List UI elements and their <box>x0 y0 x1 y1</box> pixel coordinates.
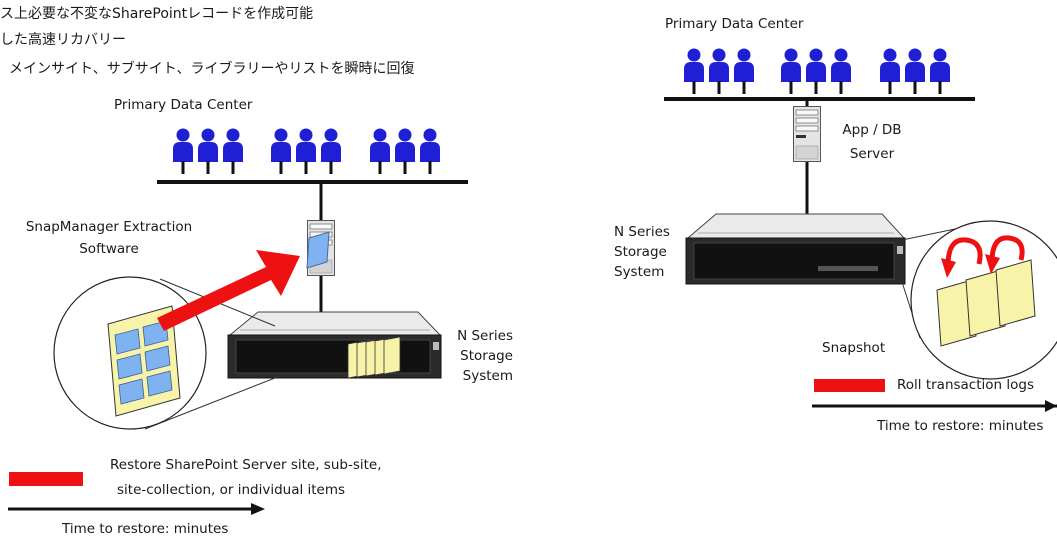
right-legend-bar <box>814 379 885 392</box>
right-storage-label-line-3: System <box>614 264 665 280</box>
left-datacenter-label: Primary Data Center <box>114 97 253 113</box>
bullet-text-3: メインサイト、サブサイト、ライブラリーやリストを瞬時に回復 <box>9 61 415 77</box>
right-storage-label-line-2: Storage <box>614 244 667 260</box>
snapshot-label: Snapshot <box>822 340 886 356</box>
left-legend-line-1: Restore SharePoint Server site, sub-site… <box>110 457 382 473</box>
left-storage-documents-icon <box>347 336 401 379</box>
extraction-label-line-2: Software <box>79 241 139 257</box>
app-db-server-icon <box>793 106 821 162</box>
right-legend-label: Roll transaction logs <box>897 377 1034 393</box>
extraction-label-line-1: SnapManager Extraction <box>25 219 193 235</box>
right-time-to-restore: Time to restore: minutes <box>877 418 1044 434</box>
left-zoom-line-bottom <box>144 375 281 430</box>
rollback-arrows-icon <box>941 235 1025 278</box>
extraction-arrow-icon <box>157 250 300 331</box>
extraction-server-icon <box>306 220 335 276</box>
bullet-text-2: した高速リカバリー <box>0 32 126 48</box>
right-zoom-line-top <box>901 227 961 241</box>
sharepoint-document-icon <box>107 305 181 417</box>
server-label-line-2: Server <box>849 146 895 162</box>
left-legend-line-2: site-collection, or individual items <box>117 482 346 498</box>
left-legend-bar <box>9 472 83 486</box>
right-storage-label-line-1: N Series <box>614 224 670 240</box>
left-storage-label-line-1: N Series <box>457 328 513 344</box>
left-storage-system-icon <box>227 311 442 379</box>
left-storage-label-line-2: Storage <box>460 348 513 364</box>
bullet-text-1: ス上必要な不変なSharePointレコードを作成可能 <box>0 6 314 22</box>
left-users-group <box>173 128 440 174</box>
snapshot-pages-icon <box>936 259 1036 347</box>
right-storage-system-icon <box>685 213 906 285</box>
right-users-group <box>684 48 950 94</box>
left-storage-label-line-3: System <box>462 368 513 384</box>
left-time-to-restore: Time to restore: minutes <box>62 521 229 537</box>
right-datacenter-label: Primary Data Center <box>665 16 804 32</box>
right-timeline-arrowhead <box>1045 400 1057 412</box>
left-timeline-arrowhead <box>251 503 265 515</box>
server-label-line-1: App / DB <box>842 122 902 138</box>
